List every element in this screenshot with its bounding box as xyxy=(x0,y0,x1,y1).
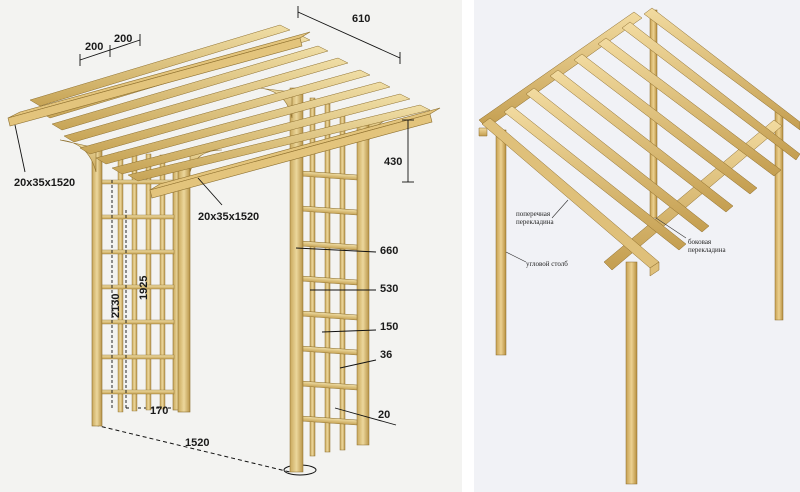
label-corner-post: угловой столб xyxy=(526,260,568,268)
dimension-lines xyxy=(14,6,414,426)
back-left-post xyxy=(91,147,103,427)
dim-post-gap: 170 xyxy=(150,405,168,417)
dim-slat-spacing-2: 200 xyxy=(114,33,132,45)
cross-beams xyxy=(503,7,800,251)
side-beams xyxy=(7,31,441,199)
front-cross-beam xyxy=(481,117,660,277)
dim-base-width: 1520 xyxy=(185,437,209,449)
label-side-beam-line2: перекладина xyxy=(688,246,727,254)
dim-grid-660: 660 xyxy=(380,245,398,257)
dim-grid-530: 530 xyxy=(380,283,398,295)
front-left-post xyxy=(177,167,191,413)
label-cross-beam-line1: поперечная xyxy=(516,210,551,218)
pergola-frame-sketch: поперечная перекладина боковая переклади… xyxy=(478,7,800,485)
dim-beam-front: 20x35x1520 xyxy=(198,211,259,223)
callout-labels: поперечная перекладина боковая переклади… xyxy=(516,210,727,268)
dim-beam-left: 20x35x1520 xyxy=(14,177,75,189)
corner-post-front-right xyxy=(625,261,638,485)
dim-post-height: 2130 xyxy=(110,294,122,318)
pergola-structure-drawing: поперечная перекладина боковая переклади… xyxy=(474,0,800,492)
side-beams xyxy=(478,11,783,271)
dim-lattice-height: 1925 xyxy=(138,276,150,300)
pergola-dimensioned-drawing: 200 200 610 430 20x35x1520 20x35x1520 21… xyxy=(0,0,462,492)
label-side-beam-line1: боковая xyxy=(688,238,712,246)
dim-overhang-height: 430 xyxy=(384,156,402,168)
dim-roof-width: 610 xyxy=(352,13,370,25)
dim-grid-150: 150 xyxy=(380,321,398,333)
dim-slat-spacing-1: 200 xyxy=(85,41,103,53)
corner-post-front-left xyxy=(495,129,507,356)
dimension-labels: 200 200 610 430 20x35x1520 20x35x1520 21… xyxy=(14,13,402,449)
dim-grid-36: 36 xyxy=(380,349,392,361)
label-cross-beam-line2: перекладина xyxy=(516,218,555,226)
panel-divider xyxy=(462,0,474,492)
front-right-lattice xyxy=(289,87,370,473)
callout-lines xyxy=(505,199,687,263)
dim-grid-20: 20 xyxy=(378,409,390,421)
pergola-3d-sketch: 200 200 610 430 20x35x1520 20x35x1520 21… xyxy=(7,6,441,476)
